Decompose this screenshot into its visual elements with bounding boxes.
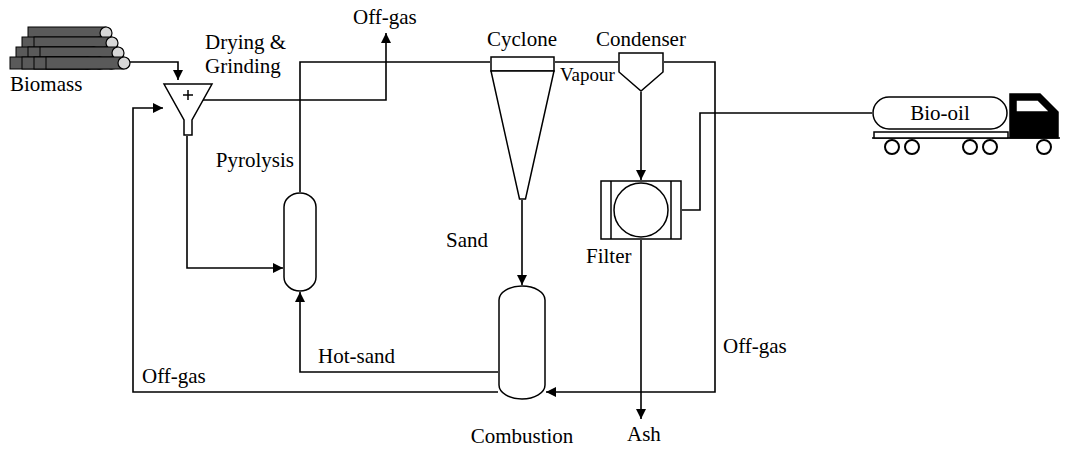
flow-line	[521, 200, 523, 285]
truck-wheels	[885, 140, 1051, 154]
pyrolysis-reactor-outline	[283, 192, 317, 292]
stream-label: Off-gas	[351, 5, 419, 29]
combustion-chamber: Combustion	[498, 285, 546, 400]
stream-label: Off-gas	[140, 364, 208, 388]
filter-unit-outline	[600, 180, 682, 240]
flow-line	[682, 113, 872, 210]
node-label: Drying & Grinding	[205, 30, 293, 78]
truck-cab	[872, 94, 1060, 138]
stream-label: Vapour	[558, 64, 617, 86]
flow-line	[300, 292, 498, 372]
flow-line	[640, 92, 642, 180]
flow-line	[546, 62, 715, 392]
node-label: Condenser	[586, 27, 696, 51]
drying-hopper-outline	[163, 80, 213, 136]
node-label: Cyclone	[472, 27, 572, 51]
node-label: Biomass	[10, 72, 110, 96]
node-label: Filter	[586, 244, 638, 268]
biomass-logs: Biomass	[8, 26, 130, 70]
condenser-unit: Condenser	[618, 52, 664, 92]
flow-line	[300, 62, 490, 192]
biomass-logs-outline	[8, 26, 130, 70]
stream-label: Sand	[444, 228, 490, 252]
flow-line	[130, 62, 178, 80]
flow-line	[555, 61, 618, 63]
drying-hopper: Drying & Grinding	[163, 80, 213, 136]
cyclone-separator: Cyclone	[490, 56, 555, 200]
node-label: Bio-oil	[910, 101, 970, 125]
combustion-chamber-outline	[498, 285, 546, 400]
bio-oil-tanker: Bio-oil	[872, 96, 1008, 130]
flow-line	[133, 108, 498, 392]
stream-label: Off-gas	[721, 334, 789, 358]
condenser-unit-outline	[618, 52, 664, 92]
node-label: Combustion	[452, 424, 592, 448]
node-label: Pyrolysis	[194, 148, 294, 172]
filter-unit: Filter	[600, 180, 682, 240]
stream-label: Hot-sand	[316, 344, 397, 368]
cyclone-separator-outline	[490, 56, 555, 200]
pyrolysis-reactor: Pyrolysis	[283, 192, 317, 292]
stream-label: Ash	[625, 422, 663, 446]
